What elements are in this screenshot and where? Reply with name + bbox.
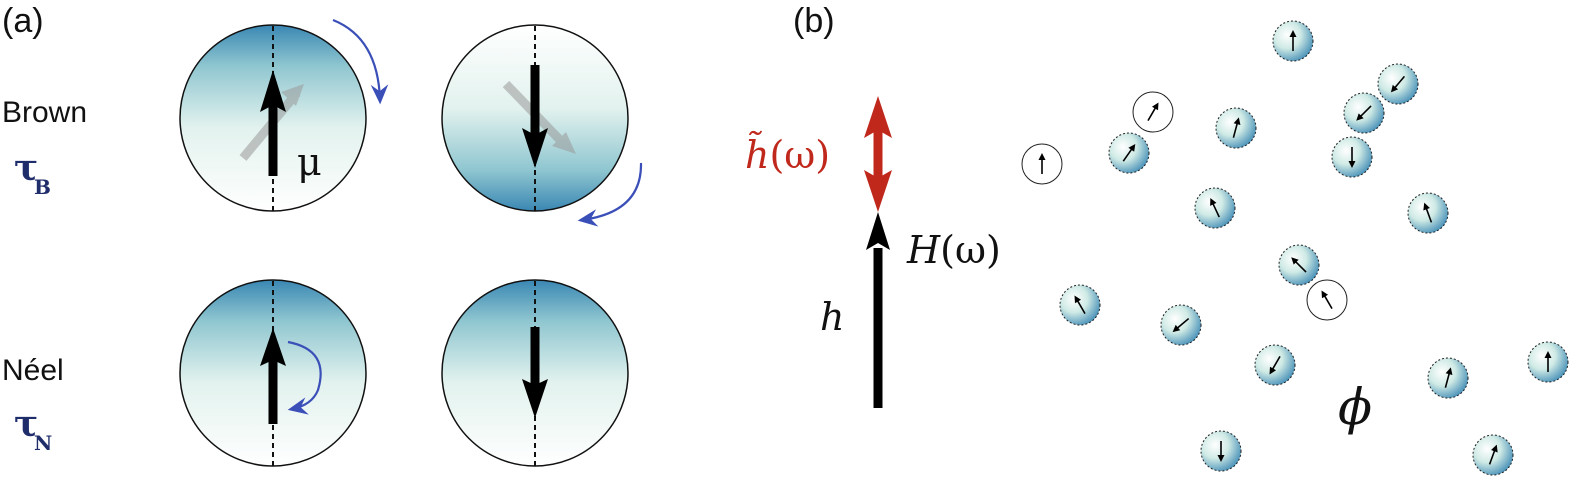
- small-moment-arrow-icon: [1321, 290, 1333, 310]
- brown-row: Brown τ B: [2, 96, 87, 199]
- small-moment-arrow-icon: [1488, 444, 1498, 465]
- rotation-arrow-cw-icon: [577, 162, 643, 227]
- small-particle: [1254, 344, 1296, 386]
- small-moment-arrow-icon: [1217, 441, 1225, 462]
- field-diagram: h̃(ω) H(ω) h: [745, 96, 1001, 408]
- small-particle: [1527, 341, 1569, 383]
- small-moment-arrow-icon: [1210, 198, 1220, 218]
- moment-arrow-up: [260, 70, 286, 176]
- panel-b-label: (b): [793, 2, 835, 40]
- neel-row: Néel τ N: [2, 354, 64, 455]
- rotation-arrow-cw-icon: [332, 18, 389, 105]
- small-moment-arrow-icon: [1356, 105, 1372, 121]
- small-particle: [1407, 192, 1449, 234]
- small-particle: [1132, 91, 1174, 133]
- brown-particle-up: μ: [179, 18, 389, 212]
- small-moment-arrow-icon: [1038, 153, 1046, 174]
- panel-a-label: (a): [2, 2, 44, 40]
- neel-particle-up: [179, 279, 367, 467]
- small-particle: [1021, 143, 1063, 185]
- moment-arrow-down: [522, 65, 548, 168]
- static-field-label: h: [820, 295, 844, 339]
- small-particle: [1059, 284, 1101, 326]
- ac-field-down-arrowhead-icon: [864, 170, 892, 212]
- moment-arrow-up: [260, 328, 286, 424]
- small-particle: [1427, 357, 1469, 399]
- small-moment-arrow-icon: [1348, 147, 1356, 168]
- small-particle: [1160, 304, 1202, 346]
- static-field-arrowhead-icon: [866, 212, 890, 250]
- small-particle: [1306, 279, 1348, 321]
- small-moment-arrow-icon: [1444, 367, 1453, 388]
- small-moment-arrow-icon: [1172, 317, 1190, 333]
- small-particle: [1200, 430, 1242, 472]
- small-moment-arrow-icon: [1390, 75, 1406, 93]
- small-particle: [1343, 92, 1385, 134]
- brown-tau-symbol: τ: [14, 147, 38, 189]
- neel-tau-symbol: τ: [14, 403, 38, 445]
- small-moment-arrow-icon: [1423, 202, 1433, 223]
- small-moment-arrow-icon: [1269, 355, 1281, 375]
- small-particle: [1215, 107, 1257, 149]
- neel-particle-down: [441, 279, 629, 467]
- small-particle: [1472, 434, 1514, 476]
- small-moment-arrow-icon: [1544, 351, 1552, 372]
- small-particle: [1194, 187, 1236, 229]
- small-moment-arrow-icon: [1232, 117, 1241, 138]
- brown-particle-down: [441, 24, 643, 227]
- neel-tau-subscript: N: [34, 431, 52, 455]
- particle-ensemble: [1021, 20, 1569, 476]
- small-particle: [1272, 20, 1314, 62]
- small-particle: [1108, 132, 1150, 174]
- neel-label: Néel: [2, 354, 64, 387]
- small-particle: [1331, 136, 1373, 178]
- ac-field-up-arrowhead-icon: [864, 96, 892, 138]
- small-particle: [1278, 244, 1320, 286]
- small-moment-arrow-icon: [1074, 295, 1086, 315]
- brown-label: Brown: [2, 96, 87, 129]
- ac-field-label: h̃(ω): [745, 132, 830, 177]
- volume-fraction-label: ϕ: [1338, 378, 1372, 436]
- total-field-label: H(ω): [906, 228, 1001, 272]
- moment-arrow-down: [522, 327, 548, 418]
- small-moment-arrow-icon: [1122, 143, 1136, 162]
- small-moment-arrow-icon: [1289, 30, 1297, 51]
- moment-mu-label: μ: [297, 140, 322, 184]
- small-particle: [1377, 63, 1419, 105]
- moment-flip-arrow-icon: [287, 340, 322, 415]
- small-moment-arrow-icon: [1147, 102, 1159, 122]
- brown-tau-subscript: B: [34, 175, 51, 199]
